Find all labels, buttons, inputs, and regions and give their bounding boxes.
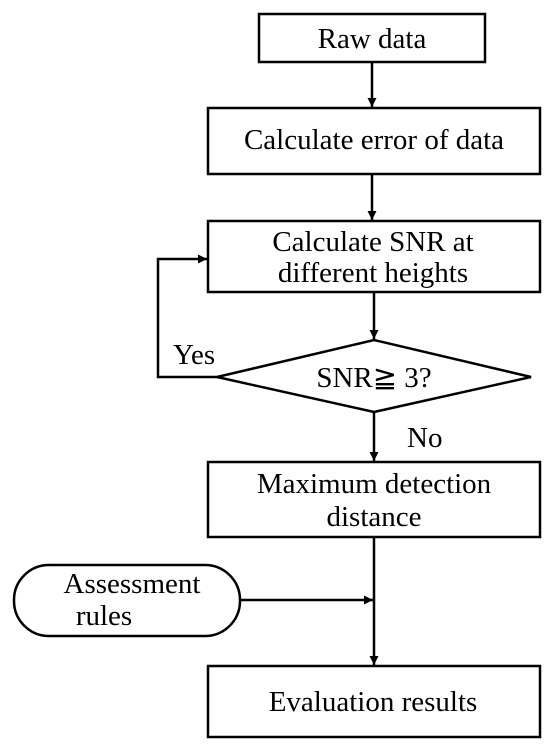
raw-data-label: Raw data — [318, 23, 427, 55]
snr-decision-diamond — [216, 338, 532, 414]
node-evaluation-results: Evaluation results — [206, 664, 542, 739]
snr-decision-label: SNR≧ 3? — [316, 362, 431, 394]
calculate-snr-box — [206, 219, 542, 294]
yes-label: Yes — [173, 339, 215, 371]
calculate-snr-label-line-1: Calculate SNR at — [272, 226, 473, 258]
edges — [156, 62, 379, 665]
max-distance-label-line-2: distance — [326, 501, 421, 533]
node-calculate-snr: Calculate SNR at different heights — [206, 219, 542, 294]
assessment-rules-label-line-2: rules — [76, 600, 132, 632]
calculate-error-box — [206, 106, 542, 176]
max-distance-label-line-1: Maximum detection — [257, 468, 492, 500]
assessment-rules-label-line-1: Assessment — [64, 568, 201, 600]
node-snr-decision: SNR≧ 3? — [216, 338, 532, 414]
node-raw-data: Raw data — [257, 12, 487, 64]
evaluation-results-box — [206, 664, 542, 739]
max-distance-box — [206, 460, 542, 539]
raw-data-box — [257, 12, 487, 64]
node-calculate-error: Calculate error of data — [206, 106, 542, 176]
calculate-error-label: Calculate error of data — [244, 124, 504, 156]
edge-yes-loop — [156, 254, 217, 379]
node-max-distance: Maximum detection distance — [206, 460, 542, 539]
node-assessment-rules: Assessment rules — [12, 563, 242, 638]
calculate-snr-label-line-2: different heights — [278, 257, 468, 289]
evaluation-results-label: Evaluation results — [269, 686, 478, 718]
no-label: No — [407, 422, 442, 454]
